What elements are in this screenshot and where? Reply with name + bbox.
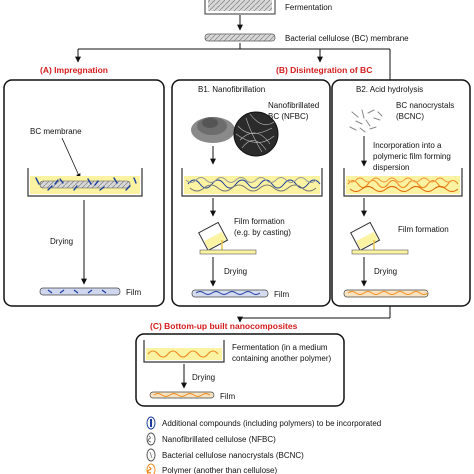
panel-b1-film-formation: Film formation [234,217,285,226]
panel-b1-tray-fibers [185,177,321,192]
panel-c-film-label: Film [220,392,235,401]
legend-bcnc-label: Bacterial cellulose nanocrystals (BCNC) [162,451,304,460]
panel-b1-drying-label: Drying [224,267,247,276]
panel-c-vessel [143,340,225,363]
panel-b1-film-label: Film [274,290,289,299]
panel-c-vessel-polymer [147,350,219,358]
legend-additive-label: Additional compounds (including polymers… [162,419,381,428]
legend-nfbc-icon [146,432,156,446]
panel-a-film [39,287,121,296]
section-b-title: (B) Disintegration of BC [276,65,372,75]
legend-polymer-mark [147,466,152,474]
panel-a-tray [27,168,143,197]
panel-a-film-label: Film [126,288,141,297]
panel-b1-nfbc-line2: BC (NFBC) [268,112,309,121]
legend-polymer-label: Polymer (another than cellulose) [162,466,278,474]
panel-b1-beaker [198,221,229,252]
panel-b2-incorp-line1: Incorporation into a [373,141,442,150]
panel-b1-casting: (e.g. by casting) [234,228,291,237]
bc-membrane-label: Bacterial cellulose (BC) membrane [285,34,409,43]
panel-a-drying-label: Drying [50,237,73,246]
panel-b1-title: B1. Nanofibrillation [198,85,265,94]
fermentation-label: Fermentation [285,3,332,12]
section-a-title: (A) Impregnation [40,65,108,75]
panel-a-additives [35,177,137,191]
panel-b1-micrograph-fibers [235,113,275,153]
panel-b2-incorp-line2: polymeric film forming [373,152,451,161]
panel-c-ferm-line2: containing another polymer) [232,354,332,363]
panel-b1-film-fibers [195,291,261,295]
panel-a-bc-membrane-label: BC membrane [30,127,82,136]
panel-b2-beaker [350,221,381,252]
panel-b2-bcnc-line2: (BCNC) [396,112,424,121]
bc-membrane-top [204,33,276,42]
panel-b2-film-formation: Film formation [398,225,449,234]
panel-b2-film-polymer [347,291,429,295]
panel-b1-nfbc-line1: Nanofibrillated [268,101,319,110]
panel-b1-nfbc-micrograph [233,111,279,157]
legend-nfbc-label: Nanofibrillated cellulose (NFBC) [162,435,276,444]
fermentation-culture [208,0,272,11]
panel-b2-drying-label: Drying [374,267,397,276]
panel-b2-bcnc-line1: BC nanocrystals [396,101,454,110]
panel-c-drying-label: Drying [192,373,215,382]
panel-c-film-polymer [153,393,211,397]
panel-a-film-additives [47,289,107,294]
panel-b2-bcnc-crystals [349,109,383,133]
panel-b2-tray [343,168,463,197]
legend: Additional compounds (including polymers… [146,416,381,474]
section-c-title: (C) Bottom-up built nanocomposites [150,321,298,331]
panel-c-ferm-line1: Fermentation (in a medium [232,343,328,352]
panel-b2-incorp-line3: dispersion [373,163,409,172]
panel-b1-nfbc-powder [191,117,235,143]
panel-b2-tray-polymer [347,177,459,193]
legend-bcnc-mark [149,451,153,459]
panel-b2-casting-plate [351,249,409,255]
panel-b1-tray [181,168,323,197]
panel-b1-casting-plate [199,249,257,255]
panel-b2-title: B2. Acid hydrolysis [356,85,423,94]
panel-b1-film [191,289,269,298]
panel-a-label-leader [61,137,81,179]
legend-nfbc-mark [147,435,152,443]
panel-c-film [149,391,215,399]
